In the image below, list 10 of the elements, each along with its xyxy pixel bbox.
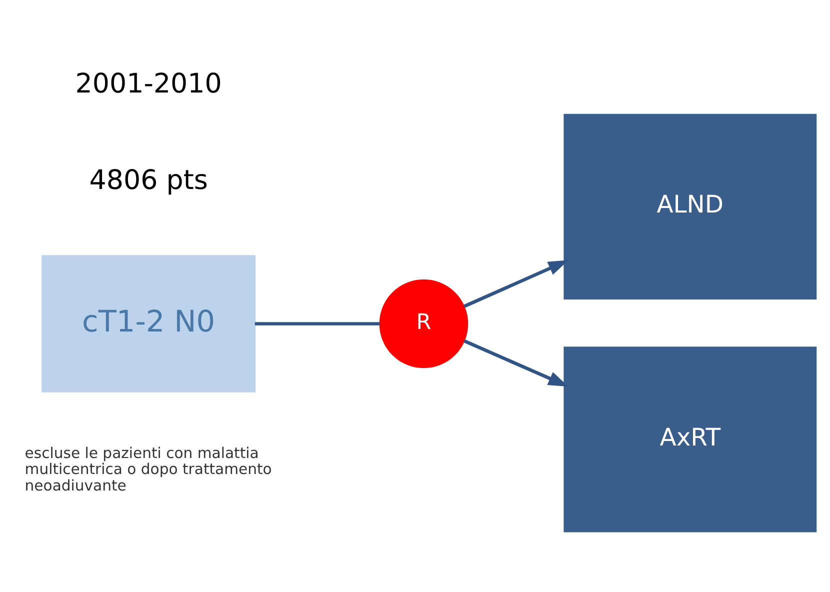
node-box: AxRT	[564, 346, 817, 532]
connector	[254, 322, 380, 325]
node-box: ALND	[564, 113, 817, 300]
arrow	[463, 260, 569, 308]
label: 2001-2010	[75, 68, 222, 99]
arrow	[463, 338, 569, 386]
node-box: cT1-2 N0	[42, 254, 256, 392]
node-circle: R	[379, 278, 468, 368]
node-label: escluse le pazienti con malattia multicentrica o dopo trattamento neoadiuvante	[24, 444, 272, 494]
label: 4806 pts	[89, 164, 208, 196]
